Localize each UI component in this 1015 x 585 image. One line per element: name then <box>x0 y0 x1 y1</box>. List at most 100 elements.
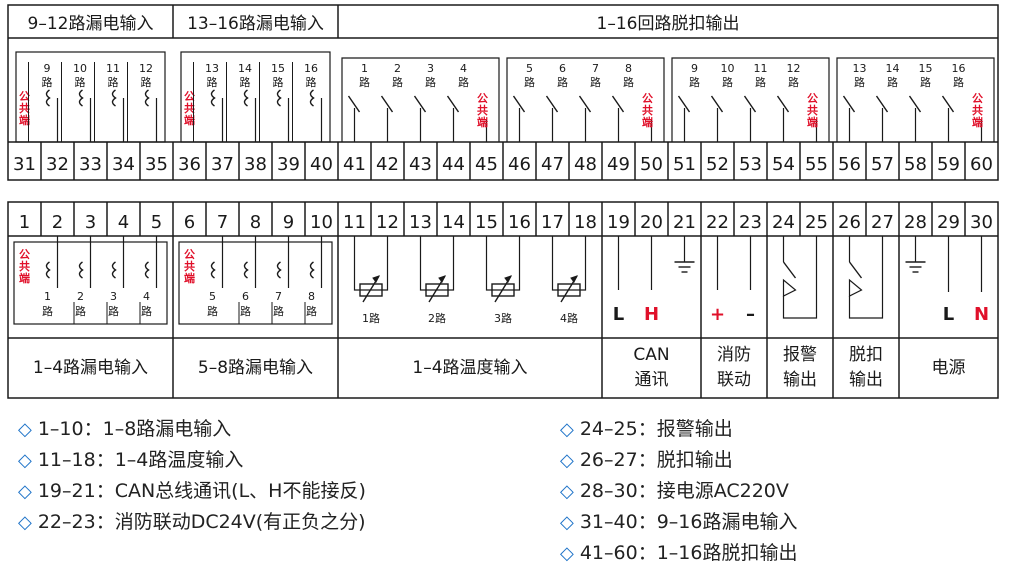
switch-contact-icon <box>776 95 790 113</box>
thermistor-icon <box>359 283 383 297</box>
common-terminal-label: 端 <box>807 115 818 129</box>
terminal-number: 17 <box>541 212 564 233</box>
diamond-bullet-icon: ◇ <box>18 481 32 502</box>
common-terminal-label: 共 <box>807 103 818 117</box>
terminal-number: 49 <box>607 154 630 175</box>
coil-icon <box>78 89 84 107</box>
common-terminal-label: 端 <box>184 271 195 285</box>
channel-route-label: 路 <box>273 76 284 89</box>
coil-icon <box>210 261 216 279</box>
channel-number: 5 <box>526 62 533 75</box>
channel-number: 13 <box>853 62 867 75</box>
terminal-number: 58 <box>904 154 927 175</box>
channel-route-label: 路 <box>141 76 152 89</box>
channel-route-label: 路 <box>953 76 964 89</box>
diamond-bullet-icon: ◇ <box>18 512 32 533</box>
group-label-bottom: 联动 <box>717 370 751 390</box>
channel-route-label: 路 <box>524 76 535 89</box>
channel-number: 6 <box>242 290 249 303</box>
channel-number: 11 <box>106 62 120 75</box>
legend-item: ◇11–18：1–4路温度输入 <box>18 445 366 476</box>
relay-arrow-icon <box>848 278 863 297</box>
channel-number: 2 <box>77 290 84 303</box>
legend-text: 11–18：1–4路温度输入 <box>37 449 244 471</box>
channel-number: 8 <box>308 290 315 303</box>
group-label-bottom: 电源 <box>932 358 966 378</box>
terminal-number: 15 <box>475 212 498 233</box>
thermistor-arrow-icon <box>438 275 446 283</box>
channel-route-label: 路 <box>42 305 53 318</box>
switch-contact-icon <box>446 95 460 113</box>
switch-contact-icon <box>578 95 592 113</box>
switch-contact-icon <box>512 95 526 113</box>
coil-icon <box>309 89 315 107</box>
coil-icon <box>144 261 150 279</box>
group-label-bottom: 通讯 <box>635 370 669 390</box>
diamond-bullet-icon: ◇ <box>560 450 574 471</box>
diamond-bullet-icon: ◇ <box>560 543 574 564</box>
terminal-number: 38 <box>244 154 267 175</box>
switch-contact-icon <box>941 95 955 113</box>
channel-route-label: 路 <box>306 76 317 89</box>
terminal-number: 32 <box>46 154 69 175</box>
channel-route-label: 路 <box>207 305 218 318</box>
channel-route-label: 路 <box>458 76 469 89</box>
coil-icon <box>45 89 51 107</box>
switch-contact-icon <box>545 95 559 113</box>
terminal-number: 34 <box>112 154 135 175</box>
terminal-number: 21 <box>673 212 696 233</box>
legend-text: 22–23：消防联动DC24V(有正负之分) <box>37 511 366 533</box>
channel-number: 16 <box>952 62 966 75</box>
legend-text: 19–21：CAN总线通讯(L、H不能接反) <box>37 480 366 502</box>
positive-mark: + <box>710 304 725 325</box>
common-terminal-label: 端 <box>184 113 195 127</box>
channel-route-label: 路 <box>108 76 119 89</box>
switch-contact-icon <box>710 95 724 113</box>
diamond-bullet-icon: ◇ <box>560 419 574 440</box>
terminal-number: 1 <box>19 212 30 233</box>
coil-icon <box>276 89 282 107</box>
channel-route-label: 路 <box>425 76 436 89</box>
terminal-number: 18 <box>574 212 597 233</box>
common-terminal-label: 端 <box>477 115 488 129</box>
channel-number: 4 <box>143 290 150 303</box>
channel-number: 2 <box>394 62 401 75</box>
channel-route-label: 路 <box>755 76 766 89</box>
channel-number: 10 <box>721 62 735 75</box>
terminal-number: 22 <box>706 212 729 233</box>
group-label-bottom: 1–4路温度输入 <box>412 358 527 378</box>
legend-item: ◇19–21：CAN总线通讯(L、H不能接反) <box>18 476 366 507</box>
channel-route-label: 路 <box>359 76 370 89</box>
channel-number: 9 <box>691 62 698 75</box>
thermistor-arrow-icon <box>372 275 380 283</box>
terminal-number: 42 <box>376 154 399 175</box>
terminal-number: 54 <box>772 154 795 175</box>
channel-number: 14 <box>886 62 900 75</box>
temp-sensor-wire <box>353 236 389 291</box>
channel-route-label: 路 <box>306 305 317 318</box>
terminal-number: 27 <box>871 212 894 233</box>
terminal-number: 56 <box>838 154 861 175</box>
channel-number: 7 <box>275 290 282 303</box>
group-label-top: 9–12路漏电输入 <box>28 14 154 34</box>
channel-number: 1 <box>44 290 51 303</box>
terminal-number: 12 <box>376 212 399 233</box>
channel-route-label: 路 <box>273 305 284 318</box>
channel-route-label: 路 <box>854 76 865 89</box>
common-terminal-label: 公 <box>972 92 983 105</box>
common-terminal-label: 端 <box>642 115 653 129</box>
channel-route-label: 路 <box>590 76 601 89</box>
coil-icon <box>210 89 216 107</box>
trip-module-1-4-frame <box>341 57 500 142</box>
terminal-number: 35 <box>145 154 168 175</box>
temp-sensor-wire <box>485 236 521 291</box>
common-terminal-label: 公 <box>477 92 488 105</box>
temp-channel-label: 3路 <box>494 312 512 325</box>
channel-number: 14 <box>238 62 252 75</box>
channel-route-label: 路 <box>108 305 119 318</box>
channel-route-label: 路 <box>689 76 700 89</box>
terminal-number: 50 <box>640 154 663 175</box>
terminal-number: 40 <box>310 154 333 175</box>
common-terminal-label: 端 <box>19 271 30 285</box>
thermistor-icon <box>425 283 449 297</box>
